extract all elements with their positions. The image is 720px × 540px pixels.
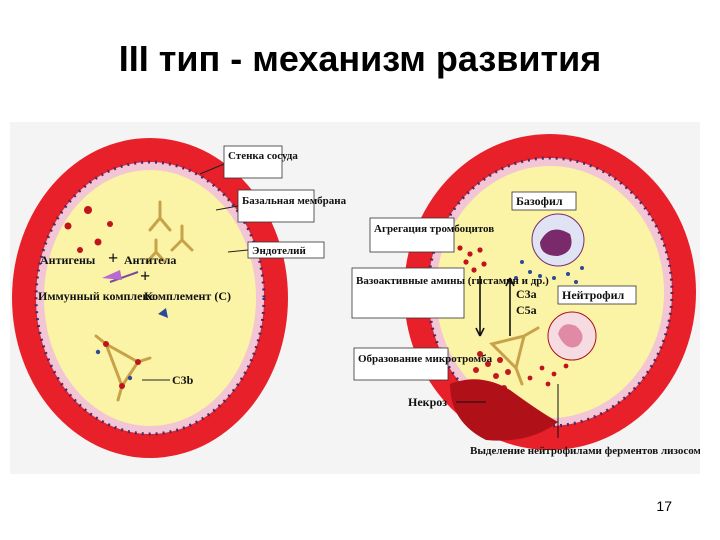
page-number: 17 — [656, 498, 672, 514]
basophil-label: Базофил — [516, 194, 563, 208]
basophil-granules — [514, 260, 584, 284]
plus-sign-2: + — [140, 266, 150, 286]
neutrophil-granules — [527, 363, 569, 387]
immune-complex-icon — [102, 270, 139, 283]
vasoactive-amines-label: Вазоактивные амины (гистамин и др.) — [356, 275, 549, 287]
right-endothelium-cells — [426, 156, 674, 428]
endothelium-pointer — [227, 249, 249, 253]
complement-label: Комплемент (C) — [144, 289, 231, 303]
platelet-aggregation-label: Агрегация тромбоцитов — [374, 223, 494, 235]
left-labels: Стенка сосуда Базальная мембрана Эндотел… — [38, 145, 347, 387]
antibodies-label: Антитела — [124, 253, 176, 267]
basement-pointer — [215, 205, 239, 211]
microthrombus-label: Образование микротромба — [358, 353, 493, 365]
endothelium-label: Эндотелий — [252, 245, 307, 257]
thrombus-complex-icon — [489, 326, 540, 386]
basement-box — [237, 189, 315, 223]
plus-sign-1: + — [108, 248, 118, 268]
left-vessel — [12, 138, 288, 458]
basement-membrane-label: Базальная мембрана — [242, 195, 347, 207]
antigens-label: Антигены — [40, 253, 96, 267]
vasoactive-box — [351, 267, 465, 319]
basophil-cell-icon — [531, 213, 585, 267]
antibody-icons — [145, 200, 194, 264]
vessel-wall-pointer — [199, 163, 225, 175]
antigen-dots — [64, 206, 113, 253]
left-lumen — [44, 170, 256, 426]
right-labels: Базофил Агрегация тромбоцитов Вазоактивн… — [351, 191, 700, 457]
necrosis-label: Некроз — [408, 395, 447, 409]
slide-title: III тип - механизм развития — [118, 38, 602, 79]
c3a-label: C3a — [516, 287, 537, 301]
right-lumen — [436, 166, 664, 418]
left-endothelium-cells — [34, 160, 266, 436]
immune-complex-label: Иммунный комплекс — [38, 289, 155, 303]
type3-mechanism-diagram: Стенка сосуда Базальная мембрана Эндотел… — [10, 122, 700, 474]
vessel-wall-box — [223, 145, 283, 179]
necrosis-region — [450, 379, 558, 441]
vessel-wall-label: Стенка сосуда — [228, 150, 298, 162]
basophil-box — [511, 191, 577, 211]
c3b-markers — [95, 349, 133, 381]
c3b-label: C3b — [172, 373, 194, 387]
lysosome-enzymes-label: Выделение нейтрофилами ферментов лизосом — [470, 445, 700, 457]
microthrombus-box — [353, 347, 449, 381]
neutrophil-cell-icon — [547, 311, 597, 361]
flow-arrows — [475, 276, 515, 337]
c3b-dots — [103, 341, 141, 389]
complement-icon — [158, 308, 168, 318]
neutrophil-label: Нейтрофил — [562, 288, 625, 302]
right-vessel — [404, 134, 696, 450]
platelet-dots — [457, 245, 487, 273]
c5a-label: C5a — [516, 303, 537, 317]
platelet-box — [369, 217, 455, 253]
neutrophil-box — [557, 285, 637, 305]
